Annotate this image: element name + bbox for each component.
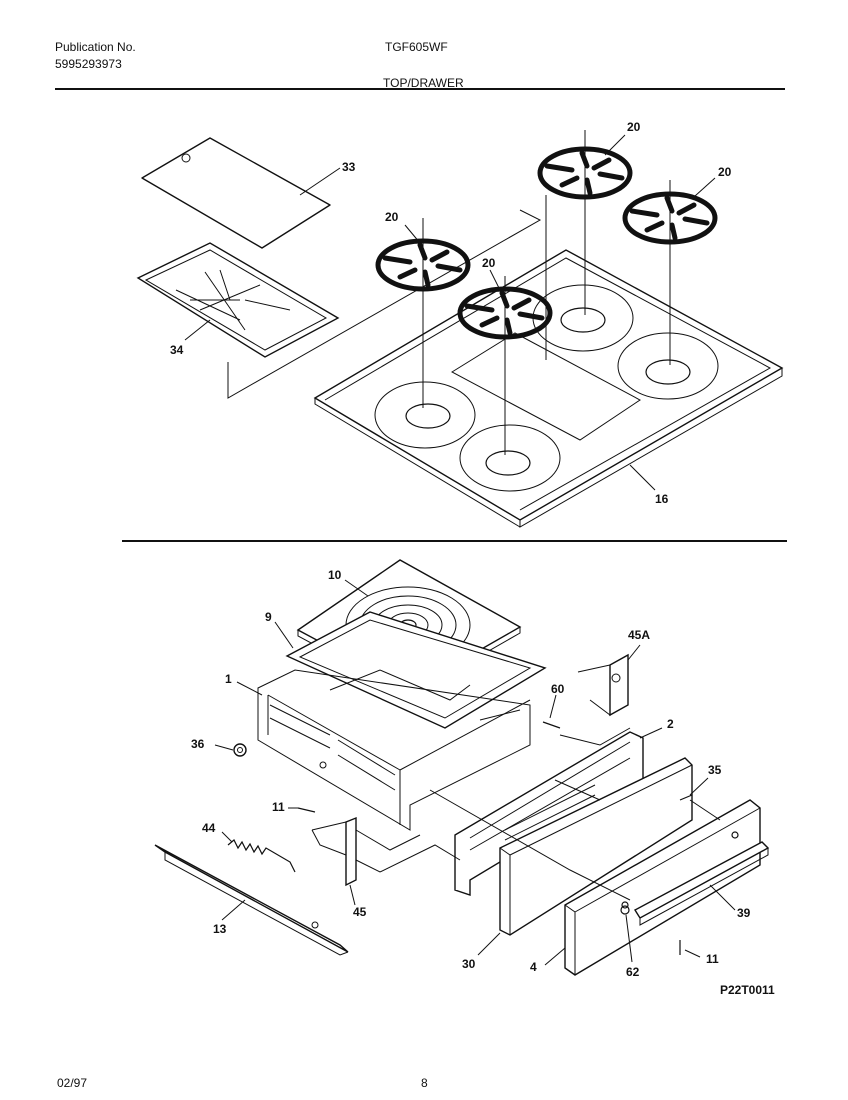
callout-20-c: 20 [627,120,641,134]
fastener-62 [620,905,630,915]
leader-20a [404,224,421,244]
callout-35: 35 [708,763,722,777]
leader-13 [221,899,246,921]
rail-13 [154,844,349,956]
leader-20c [604,134,626,156]
leader-33 [299,167,341,196]
header-rule [55,88,785,90]
callout-34: 34 [170,343,184,357]
drawer-body-1 [257,669,531,831]
cover-plate-33 [141,137,331,249]
callout-4: 4 [530,960,537,974]
publication-number: 5995293973 [55,57,122,71]
model-number: TGF605WF [385,40,448,54]
footer-date: 02/97 [57,1076,88,1090]
leader-9 [274,621,294,649]
frame-9 [285,611,547,729]
callout-45: 45 [353,905,367,919]
assembly-lines [355,727,721,901]
drawer-front-4 [564,799,761,976]
callout-44: 44 [202,821,216,835]
publication-label: Publication No. [55,40,136,54]
spring-44 [227,839,296,873]
callout-45A: 45A [628,628,651,642]
leader-30 [477,932,501,956]
leader-4 [544,947,566,966]
grate-20-right-front [622,180,718,365]
grommet-36 [233,743,247,757]
callout-11-upper: 11 [272,800,285,814]
grate-20-center [457,276,553,455]
callout-11-lower: 11 [706,952,719,966]
screw-60 [542,721,561,729]
callout-10: 10 [328,568,342,582]
handle-39 [634,841,770,926]
callout-39: 39 [737,906,751,920]
leader-45A [627,644,641,661]
grate-20-right-rear [537,130,633,315]
callout-13: 13 [213,922,227,936]
callout-36: 36 [191,737,205,751]
leader-20b [489,269,501,291]
leader-34 [184,319,211,341]
leader-11b [684,949,701,958]
grate-20-left [375,218,471,408]
callout-30: 30 [462,957,476,971]
leader-60 [549,694,557,719]
leader-16 [629,464,656,491]
callout-9: 9 [265,610,272,624]
screw-11-upper [297,807,316,813]
callout-2: 2 [667,717,674,731]
leader-20d [694,177,716,197]
slide-35 [679,794,693,801]
cooktop-16 [313,249,784,528]
leader-1 [236,681,263,696]
leader-pan-connect [227,209,542,399]
leader-44 [221,831,233,843]
callout-20-b: 20 [482,256,496,270]
leader-35 [689,777,709,796]
footer-page-number: 8 [421,1076,428,1090]
bracket-45A [577,653,629,717]
callout-33: 33 [342,160,356,174]
section-title: TOP/DRAWER [383,76,464,90]
leader-2 [639,727,663,739]
leader-10 [344,579,369,597]
leader-36 [214,744,234,751]
bracket-45 [311,816,357,887]
drawer-liner-30 [499,757,693,936]
leader-39 [709,884,736,911]
section-divider [122,540,787,542]
callout-16: 16 [655,492,669,506]
callout-60: 60 [551,682,565,696]
callout-20-a: 20 [385,210,399,224]
leader-45 [349,884,356,906]
leader-62 [625,914,633,963]
figure-code: P22T0011 [720,983,775,997]
callout-20-d: 20 [718,165,732,179]
callout-1: 1 [225,672,232,686]
broiler-pan-34 [136,242,340,358]
callout-62: 62 [626,965,640,979]
